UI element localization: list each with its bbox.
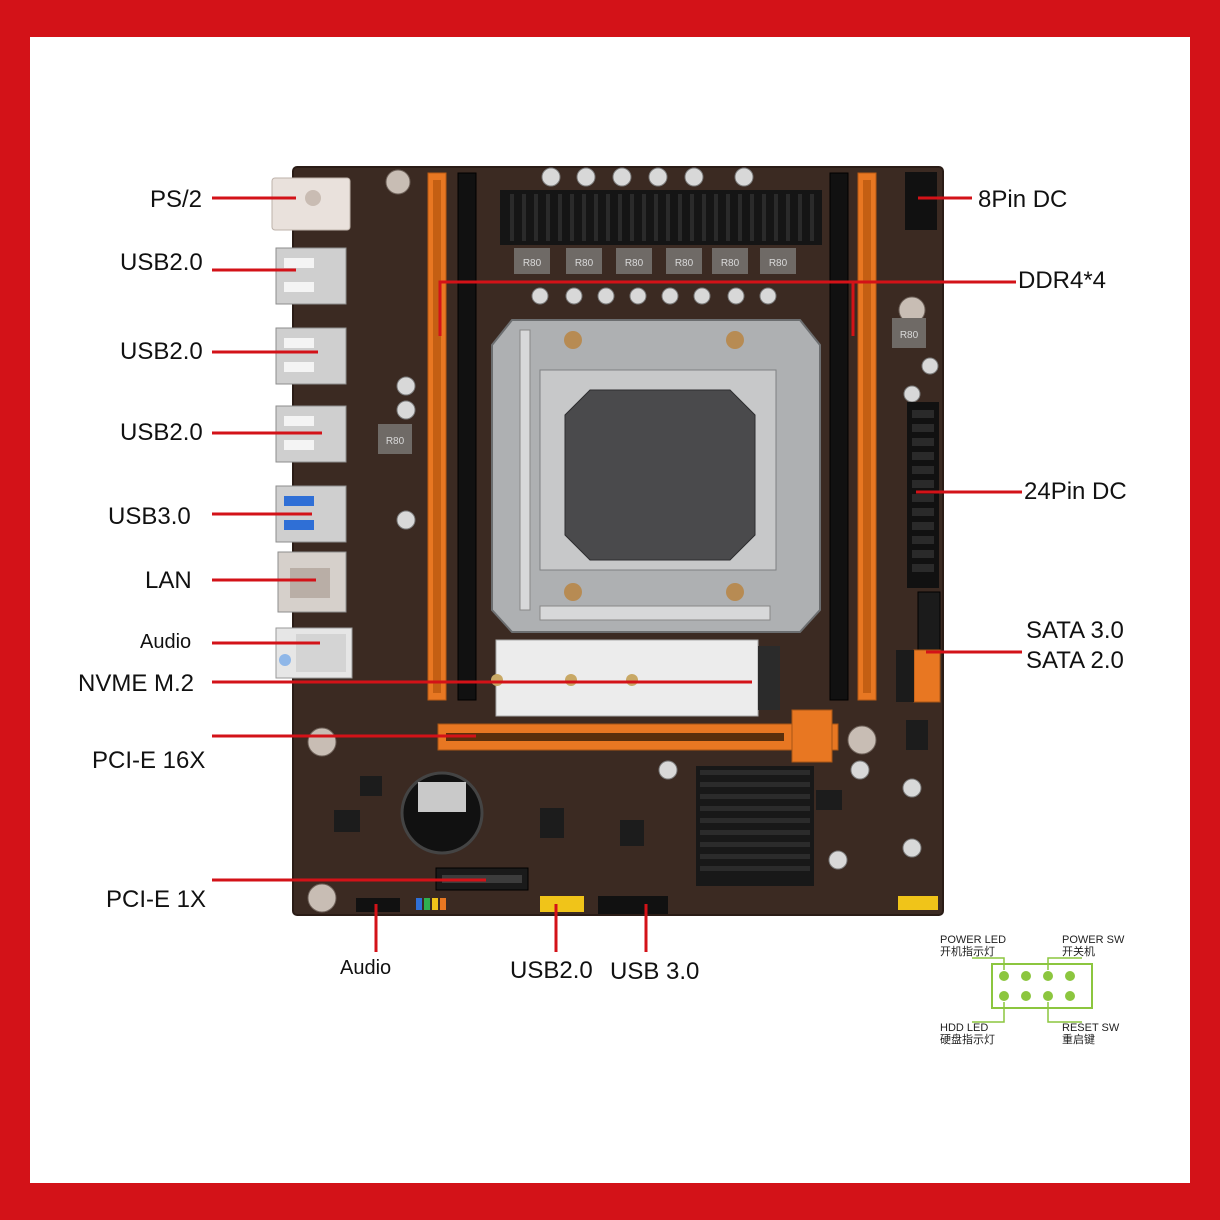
label-24pin: 24Pin DC [1024, 478, 1127, 505]
dimm-slot-3 [829, 172, 849, 701]
label-sata3: SATA 3.0 [1026, 617, 1124, 644]
label-sata2: SATA 2.0 [1026, 647, 1124, 674]
audio-port [275, 627, 353, 679]
label-pcie1: PCI-E 1X [106, 886, 207, 913]
front-panel-header [898, 896, 938, 910]
label-usb2-c: USB2.0 [120, 419, 203, 446]
label-audio-io: Audio [140, 631, 192, 653]
audio-header [356, 898, 400, 912]
vrm-heatsink [500, 190, 822, 245]
label-usb2-header: USB2.0 [510, 957, 593, 984]
inductor-marking: R80 [523, 258, 542, 269]
label-audio-header: Audio [340, 957, 392, 979]
inductor-marking: R80 [625, 258, 644, 269]
inductor-marking: R80 [675, 258, 694, 269]
front-panel-pin-diagram [972, 957, 1093, 1023]
leader-lines [212, 196, 1022, 952]
cpu-socket [491, 319, 821, 633]
label-usb3-header: USB 3.0 [610, 958, 700, 985]
inductor-marking: R80 [721, 258, 740, 269]
inductor-marking: R80 [769, 258, 788, 269]
lan-port [277, 551, 347, 613]
label-ddr4: DDR4*4 [1018, 267, 1107, 294]
mount-holes [307, 169, 926, 913]
heatsink-fins [510, 194, 814, 241]
usb2-port-a [275, 247, 347, 305]
label-usb2-a: USB2.0 [120, 249, 203, 276]
label-pcie16: PCI-E 16X [92, 747, 206, 774]
sata-3-port [917, 591, 941, 651]
label-nvme: NVME M.2 [78, 670, 195, 697]
nvme-slot [491, 639, 780, 717]
8pin-connector [905, 172, 937, 230]
capacitors [396, 167, 939, 870]
dimm-slot-2 [457, 172, 477, 701]
inductor-marking: R80 [386, 436, 405, 447]
inductor-marking: R80 [900, 330, 919, 341]
inductor-row [378, 248, 926, 454]
inductor-marking: R80 [575, 258, 594, 269]
label-usb2-b: USB2.0 [120, 338, 203, 365]
label-ps2: PS/2 [150, 186, 203, 213]
usb3-header [598, 896, 668, 914]
usb2-header [540, 896, 584, 912]
ps2-port [271, 177, 351, 231]
leader-ddr4 [438, 280, 1016, 336]
sata-2-port [913, 649, 941, 703]
color-pin-headers [416, 898, 446, 910]
label-lan: LAN [145, 567, 192, 594]
label-usb3: USB3.0 [108, 503, 191, 530]
usb2-port-b [275, 327, 347, 385]
label-8pin: 8Pin DC [978, 186, 1068, 213]
